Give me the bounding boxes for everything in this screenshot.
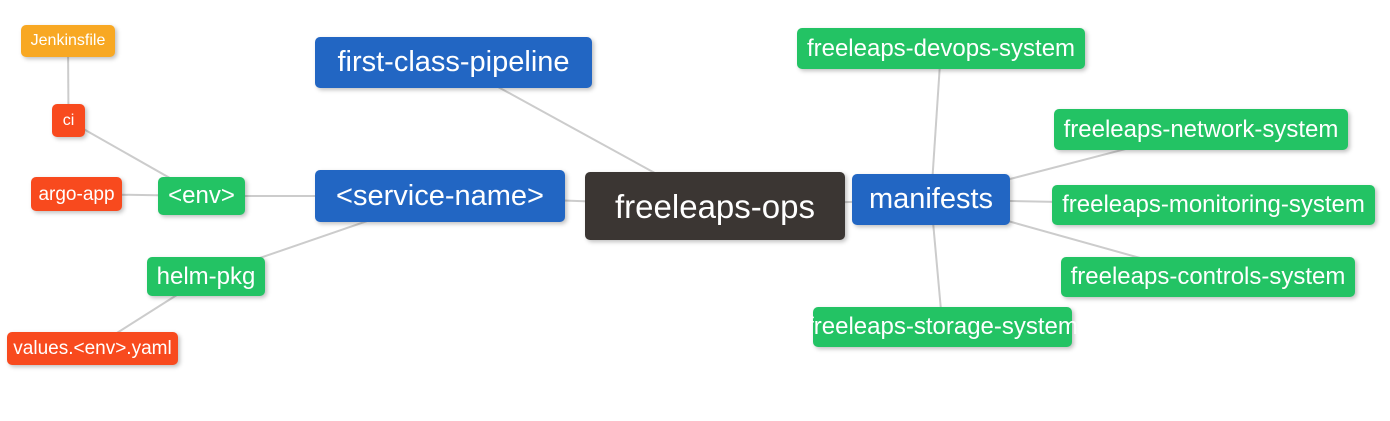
node-label: freeleaps-controls-system [1070, 263, 1346, 290]
node-label: freeleaps-storage-system [807, 313, 1078, 340]
node-manifests[interactable]: manifests [852, 174, 1010, 225]
node-ci[interactable]: ci [52, 104, 85, 137]
node-freeleaps-controls-system[interactable]: freeleaps-controls-system [1061, 257, 1355, 297]
node-freeleaps-network-system[interactable]: freeleaps-network-system [1054, 109, 1348, 150]
node-argo-app[interactable]: argo-app [31, 177, 122, 211]
node-label: freeleaps-ops [615, 187, 815, 225]
node-env[interactable]: <env> [158, 177, 245, 215]
node-label: <env> [168, 182, 235, 209]
node-values-env-yaml[interactable]: values.<env>.yaml [7, 332, 178, 365]
node-jenkinsfile[interactable]: Jenkinsfile [21, 25, 115, 57]
node-freeleaps-storage-system[interactable]: freeleaps-storage-system [807, 307, 1078, 347]
node-freeleaps-devops-system[interactable]: freeleaps-devops-system [797, 28, 1085, 69]
node-freeleaps-ops-root[interactable]: freeleaps-ops [585, 172, 845, 240]
node-label: helm-pkg [156, 262, 256, 290]
node-label: argo-app [38, 183, 115, 205]
node-label: manifests [868, 183, 994, 215]
node-label: freeleaps-network-system [1063, 115, 1339, 143]
node-label: freeleaps-devops-system [806, 34, 1076, 62]
node-freeleaps-monitoring-system[interactable]: freeleaps-monitoring-system [1052, 185, 1375, 225]
node-label: values.<env>.yaml [13, 338, 172, 359]
node-helm-pkg[interactable]: helm-pkg [147, 257, 265, 296]
node-label: <service-name> [336, 179, 544, 212]
node-first-class-pipeline[interactable]: first-class-pipeline [315, 37, 592, 88]
node-label: ci [62, 111, 75, 129]
node-service-name[interactable]: <service-name> [315, 170, 565, 222]
node-label: Jenkinsfile [30, 32, 106, 49]
node-label: first-class-pipeline [337, 46, 570, 78]
node-label: freeleaps-monitoring-system [1062, 191, 1365, 218]
